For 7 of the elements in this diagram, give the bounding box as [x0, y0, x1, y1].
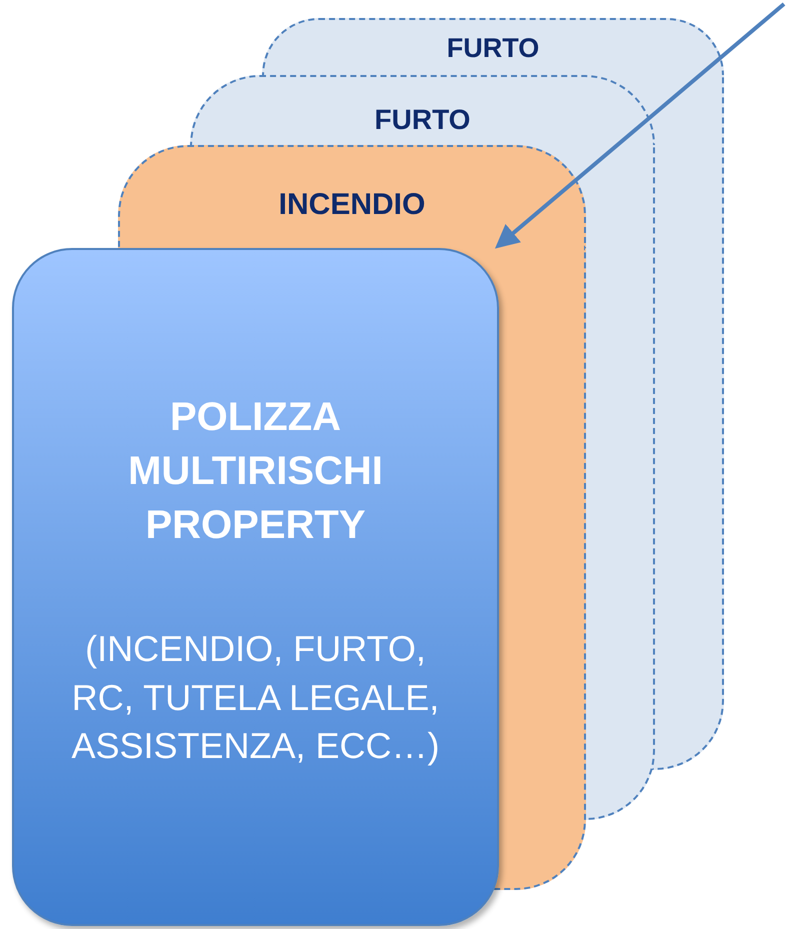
card-title: INCENDIO — [278, 187, 426, 223]
card-title: FURTO — [374, 103, 472, 137]
card-title: POLIZZA MULTIRISCHI PROPERTY — [127, 394, 384, 549]
arrow — [494, 2, 786, 249]
policy-card — [12, 248, 499, 926]
card-description: (INCENDIO, FURTO, RC, TUTELA LEGALE, ASSISTENZA, ECC…) — [70, 627, 441, 768]
card-title: FURTO — [446, 32, 540, 65]
